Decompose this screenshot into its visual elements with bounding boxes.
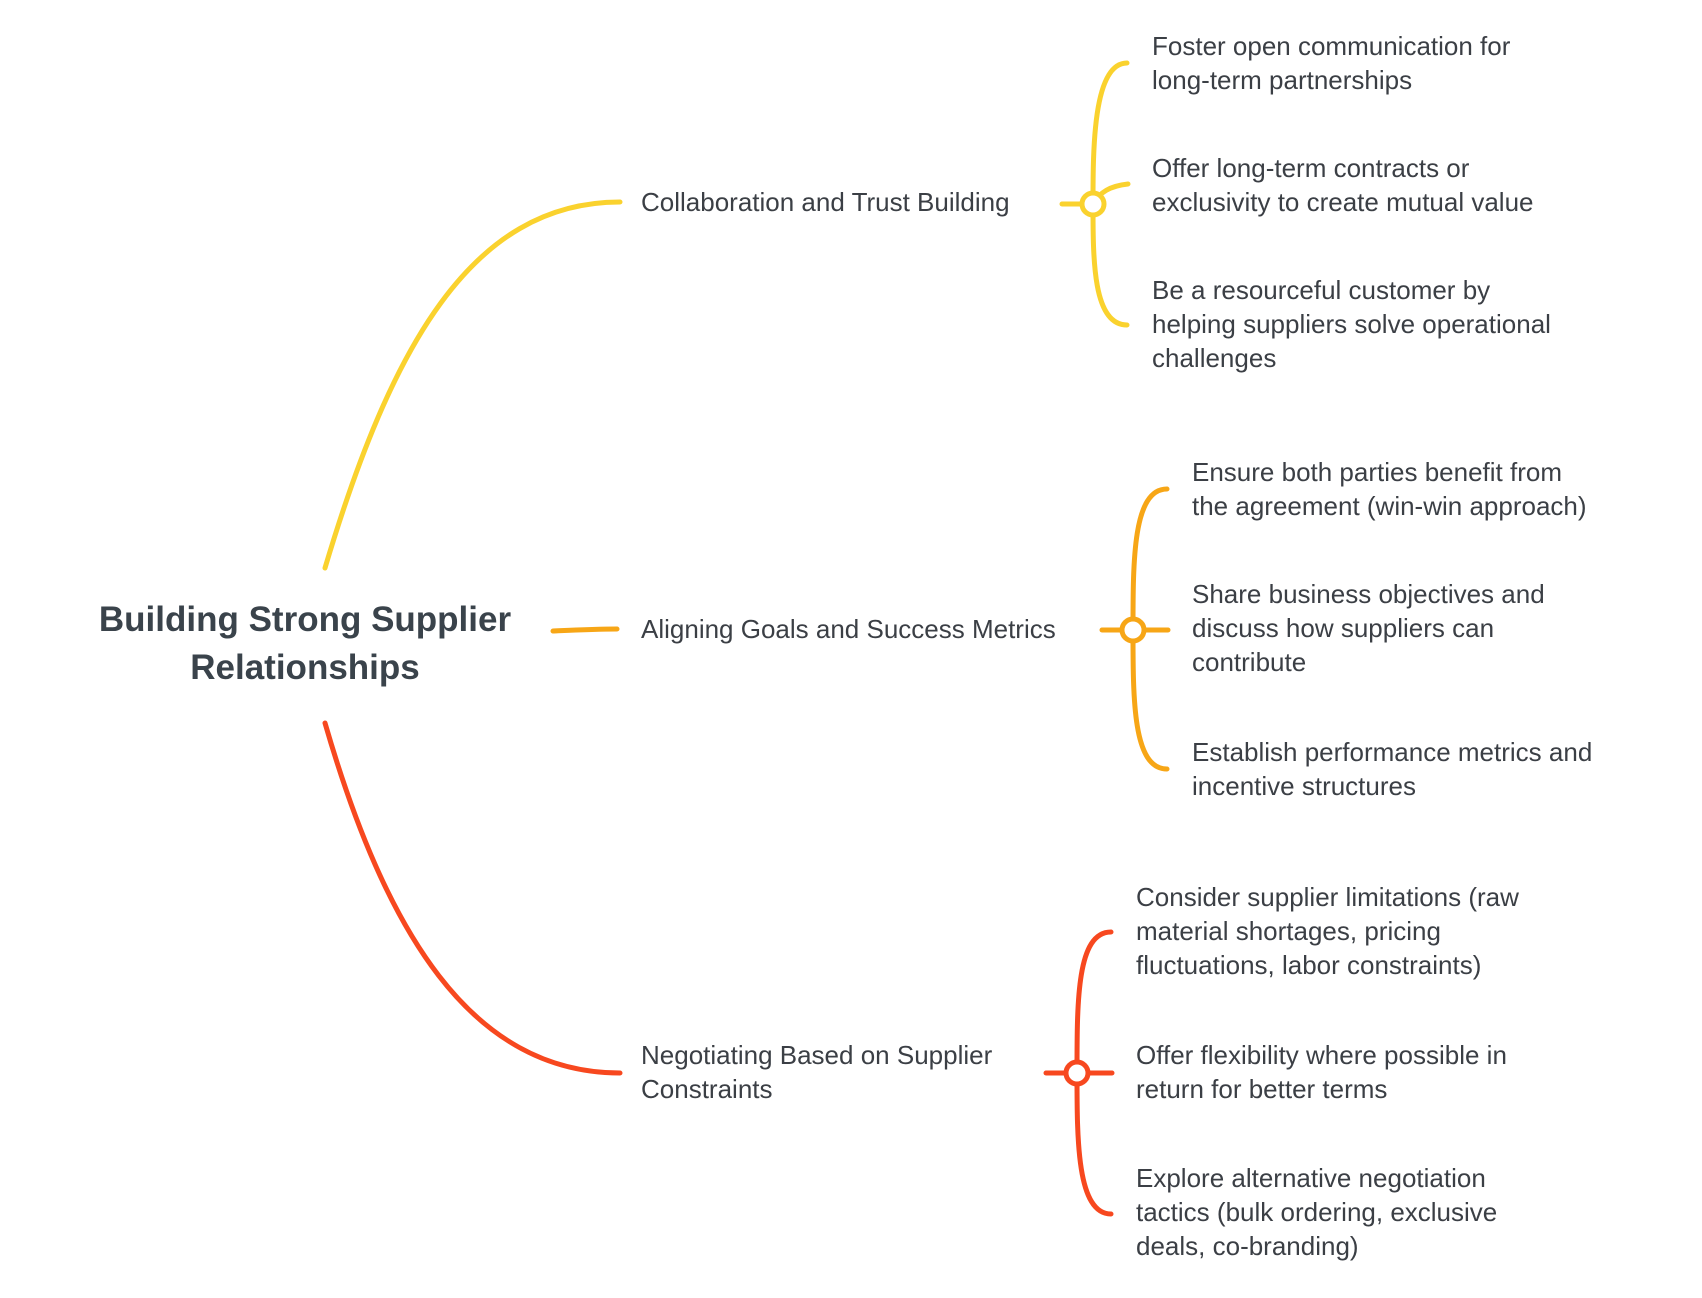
leaf-line: long-term partnerships [1152, 65, 1413, 95]
leaf-line: deals, co-branding) [1136, 1231, 1359, 1261]
leaf-collaboration-2[interactable]: Offer long-term contracts or exclusivity… [1152, 151, 1534, 219]
leaf-line: Be a resourceful customer by [1152, 275, 1491, 305]
connector-collaboration-child-1 [1090, 60, 1130, 207]
root-topic-line-2: Relationships [190, 648, 420, 687]
leaf-line: return for better terms [1136, 1074, 1388, 1104]
connector-negotiating-child-3 [1074, 1070, 1114, 1217]
connector-negotiating [322, 720, 623, 1076]
leaf-negotiating-3[interactable]: Explore alternative negotiation tactics … [1136, 1161, 1497, 1263]
branch-negotiating-label-line-2: Constraints [641, 1074, 773, 1104]
leaf-line: Offer flexibility where possible in [1136, 1040, 1507, 1070]
node-aligning-hub[interactable] [1119, 616, 1147, 644]
leaf-collaboration-1[interactable]: Foster open communication for long-term … [1152, 29, 1510, 97]
leaf-line: challenges [1152, 343, 1277, 373]
leaf-aligning-3[interactable]: Establish performance metrics and incent… [1192, 735, 1592, 803]
leaf-line: the agreement (win-win approach) [1192, 491, 1587, 521]
leaf-line: Explore alternative negotiation [1136, 1163, 1486, 1193]
leaf-line: Offer long-term contracts or [1152, 153, 1470, 183]
branch-negotiating-label-line-1: Negotiating Based on Supplier [641, 1040, 993, 1070]
connector-negotiating-child-1 [1074, 929, 1114, 1076]
leaf-line: fluctuations, labor constraints) [1136, 950, 1482, 980]
leaf-line: discuss how suppliers can [1192, 613, 1495, 643]
node-collaboration-hub[interactable] [1079, 190, 1107, 218]
branch-negotiating[interactable]: Negotiating Based on Supplier Constraint… [641, 1038, 992, 1106]
leaf-line: tactics (bulk ordering, exclusive [1136, 1197, 1498, 1227]
leaf-line: material shortages, pricing [1136, 916, 1441, 946]
leaf-aligning-2[interactable]: Share business objectives and discuss ho… [1192, 577, 1545, 679]
connector-collaboration [322, 199, 623, 571]
branch-aligning[interactable]: Aligning Goals and Success Metrics [641, 612, 1056, 646]
leaf-negotiating-1[interactable]: Consider supplier limitations (raw mater… [1136, 880, 1519, 982]
connector-aligning-child-3 [1130, 627, 1170, 772]
leaf-line: Foster open communication for [1152, 31, 1511, 61]
root-topic[interactable]: Building Strong Supplier Relationships [55, 596, 555, 692]
connector-collaboration-child-3 [1090, 201, 1130, 328]
branch-collaboration-label: Collaboration and Trust Building [641, 187, 1010, 217]
branch-aligning-label: Aligning Goals and Success Metrics [641, 614, 1056, 644]
leaf-line: contribute [1192, 647, 1307, 677]
leaf-line: Ensure both parties benefit from [1192, 457, 1562, 487]
leaf-collaboration-3[interactable]: Be a resourceful customer by helping sup… [1152, 273, 1551, 375]
branch-collaboration[interactable]: Collaboration and Trust Building [641, 185, 1010, 219]
leaf-line: Share business objectives and [1192, 579, 1545, 609]
node-negotiating-hub[interactable] [1063, 1059, 1091, 1087]
leaf-line: helping suppliers solve operational [1152, 309, 1551, 339]
connector-aligning-child-1 [1130, 486, 1170, 633]
leaf-negotiating-2[interactable]: Offer flexibility where possible in retu… [1136, 1038, 1507, 1106]
leaf-line: exclusivity to create mutual value [1152, 187, 1534, 217]
leaf-line: Establish performance metrics and [1192, 737, 1593, 767]
leaf-line: Consider supplier limitations (raw [1136, 882, 1519, 912]
root-topic-line-1: Building Strong Supplier [98, 600, 512, 639]
leaf-aligning-1[interactable]: Ensure both parties benefit from the agr… [1192, 455, 1587, 523]
connector-aligning [550, 626, 620, 634]
leaf-line: incentive structures [1192, 771, 1416, 801]
